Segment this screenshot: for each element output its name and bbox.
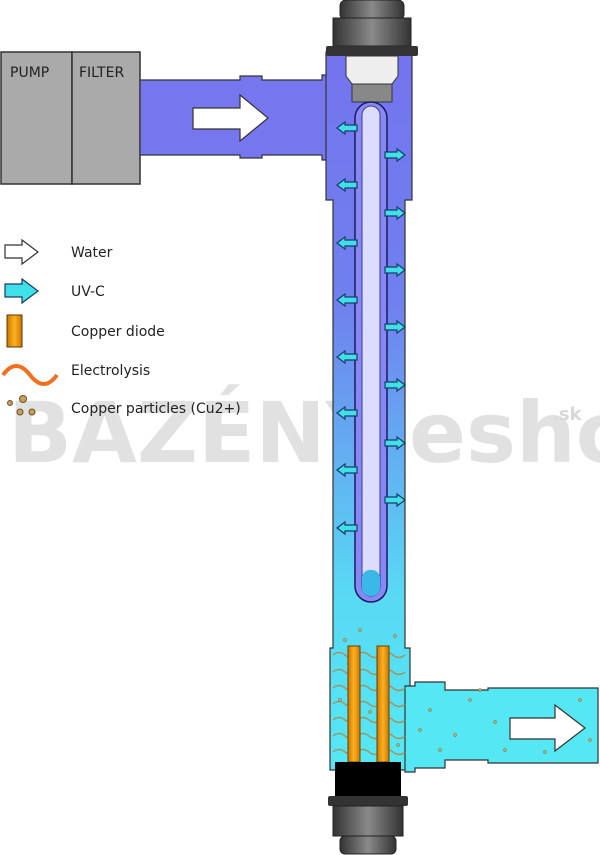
svg-text:Water: Water — [71, 245, 113, 261]
copper-particles — [338, 628, 592, 754]
svg-text:Copper particles (Cu2+): Copper particles (Cu2+) — [71, 401, 241, 417]
svg-text:.sk: .sk — [552, 404, 583, 425]
watermark: BAZÉNY-eshop .sk — [8, 384, 600, 482]
water-arrow-icon — [4, 238, 39, 266]
svg-text:Copper diode: Copper diode — [71, 324, 165, 340]
legend-item-electrolysis: Electrolysis — [1, 363, 150, 386]
uv-lamp — [354, 101, 388, 603]
bottom-cap — [328, 762, 408, 855]
electrolysis-waves — [332, 651, 406, 756]
svg-text:Electrolysis: Electrolysis — [71, 363, 150, 379]
top-cap — [326, 0, 418, 103]
copper-particles-icon — [7, 395, 36, 416]
pump-box: PUMP — [0, 51, 73, 185]
water-flow-arrow-in — [192, 93, 269, 143]
legend-item-copper-particles: Copper particles (Cu2+) — [7, 395, 241, 417]
uvc-arrow-icon — [4, 277, 39, 305]
filter-box: FILTER — [71, 51, 141, 185]
svg-text:BAZÉNY-eshop: BAZÉNY-eshop — [8, 384, 600, 482]
svg-text:FILTER: FILTER — [79, 65, 124, 81]
legend-item-uvc: UV-C — [4, 277, 105, 305]
legend-item-copper-diode: Copper diode — [6, 314, 165, 348]
svg-text:PUMP: PUMP — [10, 65, 49, 81]
copper-diode-right — [376, 645, 390, 763]
copper-diode-icon — [6, 314, 23, 348]
outlet-pipe — [404, 681, 599, 773]
legend-item-water: Water — [4, 238, 113, 266]
copper-diode-left — [347, 645, 361, 763]
svg-text:UV-C: UV-C — [71, 284, 105, 300]
water-flow-arrow-out — [509, 703, 586, 753]
legend: Water UV-C Copper diode Electrolysis Cop… — [1, 238, 241, 417]
electrolysis-wave-icon — [1, 364, 59, 386]
